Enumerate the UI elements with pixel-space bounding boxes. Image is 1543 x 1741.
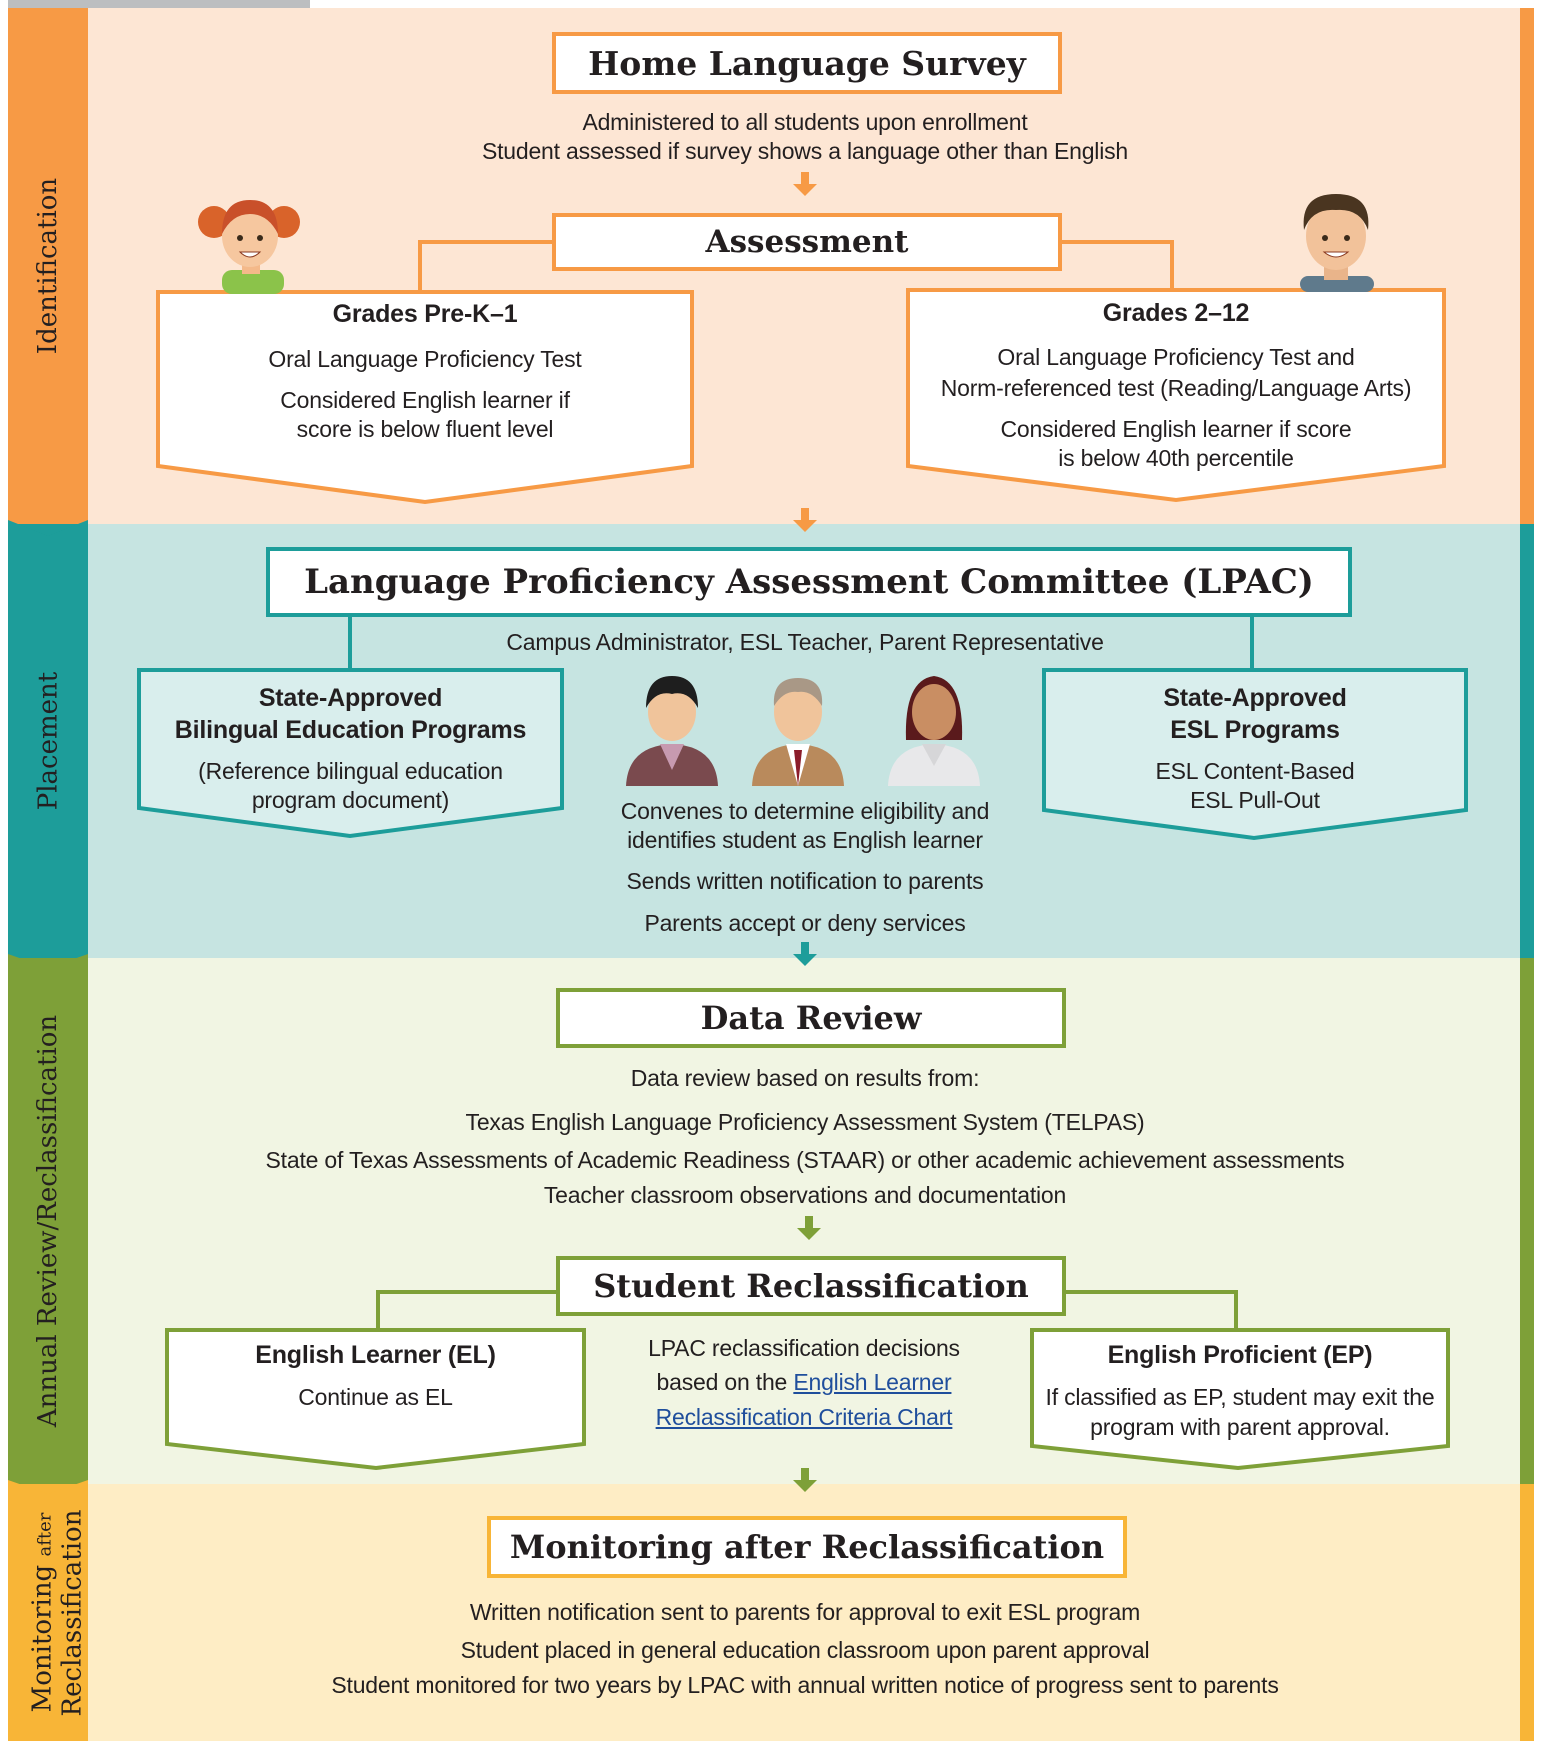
english-proficient-text-1: If classified as EP, student may exit th… <box>1045 1384 1435 1410</box>
esl-item-1: ESL Content-Based <box>1155 758 1355 784</box>
home-language-survey-title: Home Language Survey <box>552 32 1062 94</box>
esl-programs-box <box>1042 668 1468 841</box>
arrow-down-icon <box>793 172 817 196</box>
lpac-convenes-1: Convenes to determine eligibility and <box>620 798 990 824</box>
english-proficient-heading: English Proficient (EP) <box>1107 1341 1373 1369</box>
arrow-down-icon <box>793 942 817 966</box>
boy-avatar-icon <box>1300 194 1374 292</box>
bilingual-programs-box <box>137 668 564 839</box>
top-tab <box>8 0 310 8</box>
data-review-title: Data Review <box>556 988 1066 1048</box>
data-review-source-3: Teacher classroom observations and docum… <box>543 1182 1067 1208</box>
grades-prek1-heading: Grades Pre-K–1 <box>332 300 518 328</box>
placement-right-rail <box>1520 524 1534 958</box>
data-review-intro: Data review based on results from: <box>630 1065 980 1091</box>
reclass-decisions-line-3: Reclassification Criteria Chart <box>604 1403 1004 1432</box>
review-rail: Annual Review/Reclassification <box>8 958 88 1484</box>
english-learner-heading: English Learner (EL) <box>255 1341 496 1369</box>
criteria-chart-link-1[interactable]: English Learner <box>793 1369 952 1395</box>
monitoring-line-1: Written notification sent to parents for… <box>469 1599 1141 1625</box>
grades-prek1-criteria-2: score is below fluent level <box>296 416 554 442</box>
arrow-down-icon <box>793 508 817 532</box>
identification-rail: Identification <box>8 8 88 524</box>
identification-right-rail <box>1520 8 1534 524</box>
criteria-chart-link-2[interactable]: Reclassification Criteria Chart <box>655 1404 953 1430</box>
grades-2-12-heading: Grades 2–12 <box>1102 299 1250 327</box>
reclass-decisions-line-1: LPAC reclassification decisions <box>648 1335 960 1361</box>
grades-2-12-test-2: Norm-referenced test (Reading/Language A… <box>940 375 1412 401</box>
home-survey-line-2: Student assessed if survey shows a langu… <box>481 138 1129 164</box>
arrow-down-icon <box>797 1216 821 1240</box>
rail-notch-placement <box>8 954 88 968</box>
english-proficient-box <box>1030 1328 1450 1471</box>
lpac-convenes-2: identifies student as English learner <box>627 827 983 853</box>
english-proficient-text-2: program with parent approval. <box>1090 1414 1390 1440</box>
monitoring-title: Monitoring after Reclassification <box>487 1516 1127 1578</box>
connector-reclass-right <box>1066 1290 1238 1330</box>
rail-notch-identification <box>8 520 88 536</box>
home-survey-line-1: Administered to all students upon enroll… <box>582 109 1028 135</box>
grades-prek1-criteria-1: Considered English learner if <box>280 387 570 413</box>
girl-avatar-icon <box>198 200 300 294</box>
esl-heading-2: ESL Programs <box>1170 716 1340 744</box>
esl-item-2: ESL Pull-Out <box>1190 787 1320 813</box>
monitoring-line-2: Student placed in general education clas… <box>460 1637 1150 1663</box>
reclass-decisions-prefix: based on the <box>656 1369 794 1395</box>
lpac-accept: Parents accept or deny services <box>644 910 966 936</box>
english-learner-box <box>165 1328 586 1471</box>
esl-heading-1: State-Approved <box>1163 684 1347 712</box>
monitoring-rail: Monitoring after Reclassification <box>8 1484 88 1741</box>
grades-2-12-test-1: Oral Language Proficiency Test and <box>997 344 1355 370</box>
grades-2-12-criteria-2: is below 40th percentile <box>1058 445 1294 471</box>
bilingual-note-1: (Reference bilingual education <box>198 758 503 784</box>
man-committee-icon <box>752 678 844 786</box>
woman-committee-icon <box>888 676 980 786</box>
bilingual-note-2: program document) <box>251 787 450 813</box>
lpac-members: Campus Administrator, ESL Teacher, Paren… <box>506 629 1104 655</box>
rail-notch-review <box>8 1480 88 1494</box>
data-review-source-2: State of Texas Assessments of Academic R… <box>265 1147 1345 1173</box>
grades-2-12-criteria-1: Considered English learner if score <box>1000 416 1352 442</box>
bilingual-heading-2: Bilingual Education Programs <box>174 716 527 744</box>
lpac-notify: Sends written notification to parents <box>626 868 984 894</box>
assessment-title: Assessment <box>552 213 1062 271</box>
lpac-title: Language Proficiency Assessment Committe… <box>266 547 1352 617</box>
woman-committee-icon <box>626 676 718 786</box>
arrow-down-icon <box>793 1468 817 1492</box>
bilingual-heading-1: State-Approved <box>258 684 443 712</box>
reclass-decisions-line-2: based on the English Learner <box>604 1368 1004 1397</box>
data-review-source-1: Texas English Language Proficiency Asses… <box>465 1109 1145 1135</box>
english-learner-text: Continue as EL <box>298 1384 453 1410</box>
monitoring-line-3: Student monitored for two years by LPAC … <box>331 1672 1279 1698</box>
connector-reclass-left <box>376 1290 560 1330</box>
grades-prek1-box <box>156 290 694 505</box>
student-reclassification-title: Student Reclassification <box>556 1256 1066 1316</box>
review-right-rail <box>1520 958 1534 1484</box>
grades-prek1-test: Oral Language Proficiency Test <box>268 346 582 372</box>
placement-rail: Placement <box>8 524 88 958</box>
connector-assessment-right <box>1058 240 1174 290</box>
connector-assessment-left <box>418 240 554 292</box>
monitoring-right-rail <box>1520 1484 1534 1741</box>
